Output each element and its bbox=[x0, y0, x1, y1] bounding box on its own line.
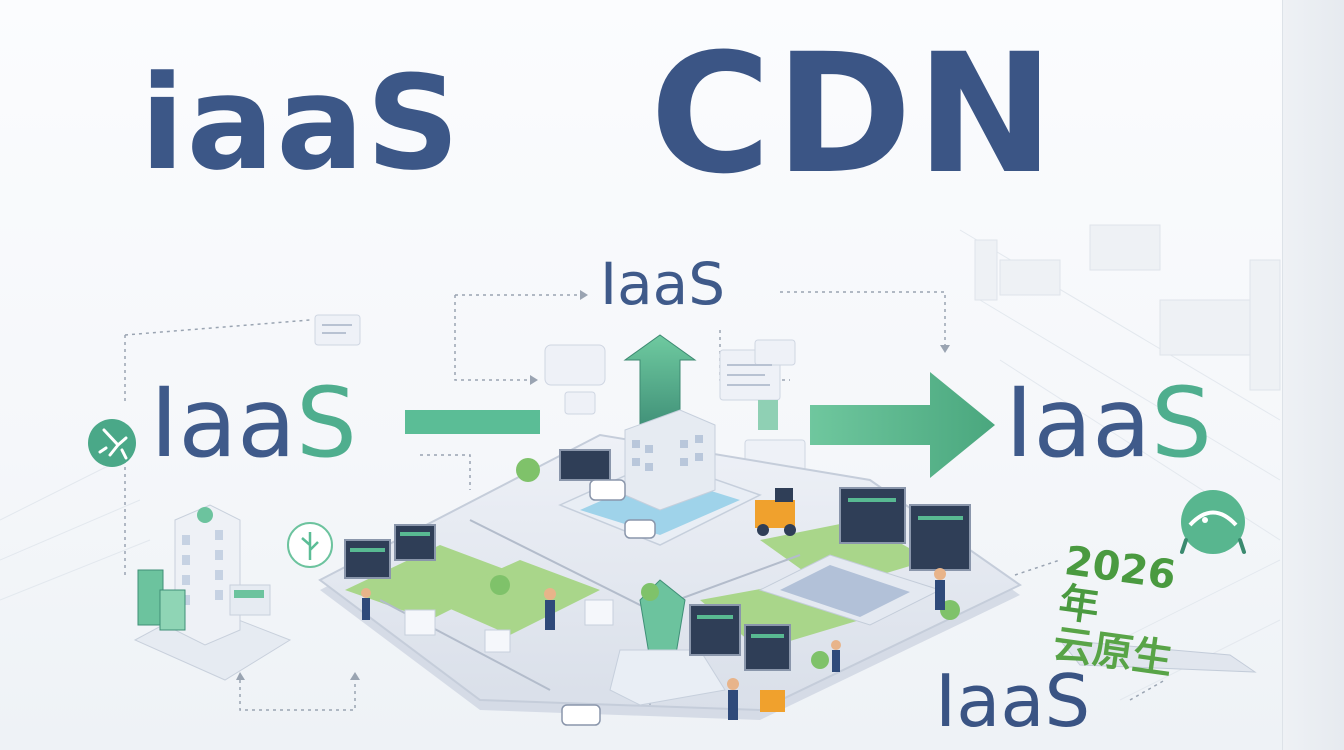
label-iaas-right-suffix: S bbox=[1150, 367, 1212, 479]
label-iaas-left: IaaS bbox=[150, 375, 357, 471]
connector-bar bbox=[405, 410, 540, 434]
label-iaas-top: IaaS bbox=[600, 250, 726, 318]
title-cdn: CDN bbox=[650, 18, 1059, 210]
label-iaas-right-prefix: Iaa bbox=[1005, 367, 1151, 479]
robot-icon bbox=[1180, 490, 1246, 554]
label-iaas-right: IaaS bbox=[1005, 375, 1212, 471]
arrowhead-icon bbox=[350, 672, 360, 680]
label-iaas-left-prefix: Iaa bbox=[150, 367, 296, 479]
cn-caption: 2026年 云原生 bbox=[1050, 538, 1216, 686]
title-iaas: iaaS bbox=[140, 47, 462, 199]
arrowhead-icon bbox=[940, 345, 950, 353]
arrowhead-icon bbox=[236, 672, 245, 680]
tree-icon bbox=[287, 522, 333, 568]
label-iaas-bottom: IaaS bbox=[935, 659, 1091, 743]
running-person-icon bbox=[88, 419, 136, 467]
arrowhead-icon bbox=[580, 290, 588, 300]
arrowhead-icon bbox=[530, 375, 538, 385]
paper-edge bbox=[1282, 0, 1344, 750]
label-iaas-left-suffix: S bbox=[295, 367, 357, 479]
arrow-right-icon bbox=[810, 372, 995, 478]
truck-icon bbox=[755, 488, 796, 536]
